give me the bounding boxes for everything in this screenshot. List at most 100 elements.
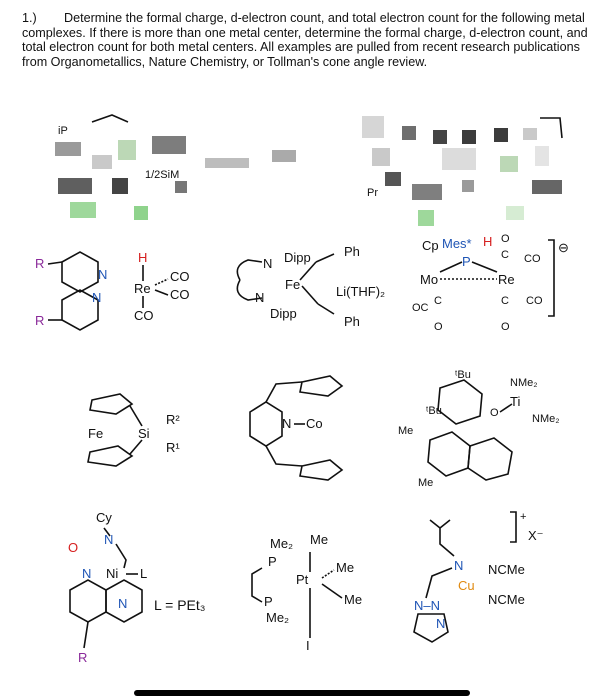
mo-p-bond [439,261,463,273]
blur-fragment-sime: 1/2SiM [145,169,179,181]
me-top: Me [310,532,328,547]
blur-block [372,148,390,166]
oc-left-label: OC [412,302,429,314]
n-atom-imine: N [454,558,463,573]
pyrazole-n: N [436,616,445,631]
diphosphine-backbone [251,567,263,603]
blur-block [362,116,384,138]
ligand-definition: L = PEt₃ [154,597,206,613]
cation-charge: + [520,511,526,523]
r-bond-top [47,261,63,265]
re-co-bond [154,278,169,286]
tbu-label-1: ᵗBu [455,369,471,381]
co-pyridine-complex: N Co [249,375,344,481]
r-label: R [78,650,87,665]
co-ligand-1: CO [170,269,190,284]
pt-complex: Me₂ Me P Pt Me P Me Me₂ I [251,532,362,653]
ncme-ligand-2: NCMe [488,592,525,607]
ti-metal: Ti [510,394,520,409]
blur-block [118,140,136,160]
alkyne-bond [301,285,319,305]
o-atom-3: O [501,321,510,333]
pt-me-bond [321,583,343,599]
n-atom-1: N [98,267,107,282]
blur-block [500,156,518,172]
si-atom: Si [138,426,150,441]
ring-bonds [103,527,127,569]
hydride-h: H [138,250,147,265]
blur-bond [91,114,129,123]
l-ligand: L [140,566,147,581]
blur-block [535,146,549,166]
p-atom-1: P [268,554,277,569]
tbu-imine [429,519,455,557]
re-metal: Re [498,272,515,287]
pt-metal: Pt [296,572,309,587]
blur-block [418,210,434,226]
blur-block [412,184,442,200]
linker-top [265,381,303,403]
blur-block [385,172,401,186]
dipp-label-top: Dipp [284,250,311,265]
me-right-2: Me [344,592,362,607]
aryl-ring-2 [427,431,471,477]
linker-bottom [265,445,303,467]
cy-label: Cy [96,510,112,525]
co-ligand-top: CO [524,253,541,265]
nme2-top: NMe₂ [510,377,538,389]
blur-block [494,128,508,142]
cp-ring-bottom [299,459,344,481]
pyridine-ring [249,401,283,447]
pyridine-ring-top [61,251,99,293]
o-ti-bond [499,403,513,413]
blur-block [134,206,148,220]
pyrazole-ring [413,613,449,643]
c-atom-1: C [434,295,442,307]
li-thf-label: Li(THF)₂ [336,284,385,299]
ti-complex: ᵗBu ᵗBu Me Me O Ti NMe₂ NMe₂ [398,369,560,489]
si-bond [129,439,143,455]
ni-complex: Cy O N N Ni L N R L = PEt₃ [68,510,206,665]
p-atom-2: P [264,594,273,609]
n-atom-2: N [92,290,101,305]
re-co-bond [154,289,169,296]
blur-block [92,155,112,169]
phosphorus-p: P [462,254,471,269]
me-label-2: Me [418,477,433,489]
blur-block [55,142,81,156]
pyridine-ring [105,579,143,623]
blur-block [532,180,562,194]
home-indicator[interactable] [134,690,470,696]
question-text: 1.)Determine the formal charge, d-electr… [22,11,588,69]
me-label-1: Me [398,425,413,437]
o-atom-2: O [501,233,510,245]
diimine-backbone [236,259,263,281]
blur-block [442,148,476,170]
dipp-label-bottom: Dipp [270,306,297,321]
aryl-ring-1 [437,379,483,425]
blur-block [152,136,186,154]
cu-metal: Cu [458,578,475,593]
pt-me-bond [321,569,335,579]
re-bipyridine-complex: R R N N Re H CO CO CO [35,250,190,331]
n-atom-3: N [118,596,127,611]
mo-re-complex: Cp Mes* H P Mo Re OC C O C O C O CO CO ⊖ [412,233,569,333]
co-metal: Co [306,416,323,431]
fe-metal: Fe [88,426,103,441]
aryl-ring-3 [467,437,513,481]
blur-block [272,150,296,162]
alkyne-bond [315,253,335,263]
bracket [510,511,517,543]
blurred-structures-row: iP 1/2SiM Pr [55,114,563,226]
n-atom-2: N [82,566,91,581]
fe-metal: Fe [285,277,300,292]
pyrazole-n-n: N–N [414,598,440,613]
ph-label-top: Ph [344,244,360,259]
n-atom-1: N [263,256,272,271]
me2-bottom: Me₂ [266,610,289,625]
o-atom: O [68,540,78,555]
cp-ring-top [299,375,344,397]
blur-block [205,158,249,168]
co-ligand-2: CO [170,287,190,302]
c-atom-2: C [501,249,509,261]
